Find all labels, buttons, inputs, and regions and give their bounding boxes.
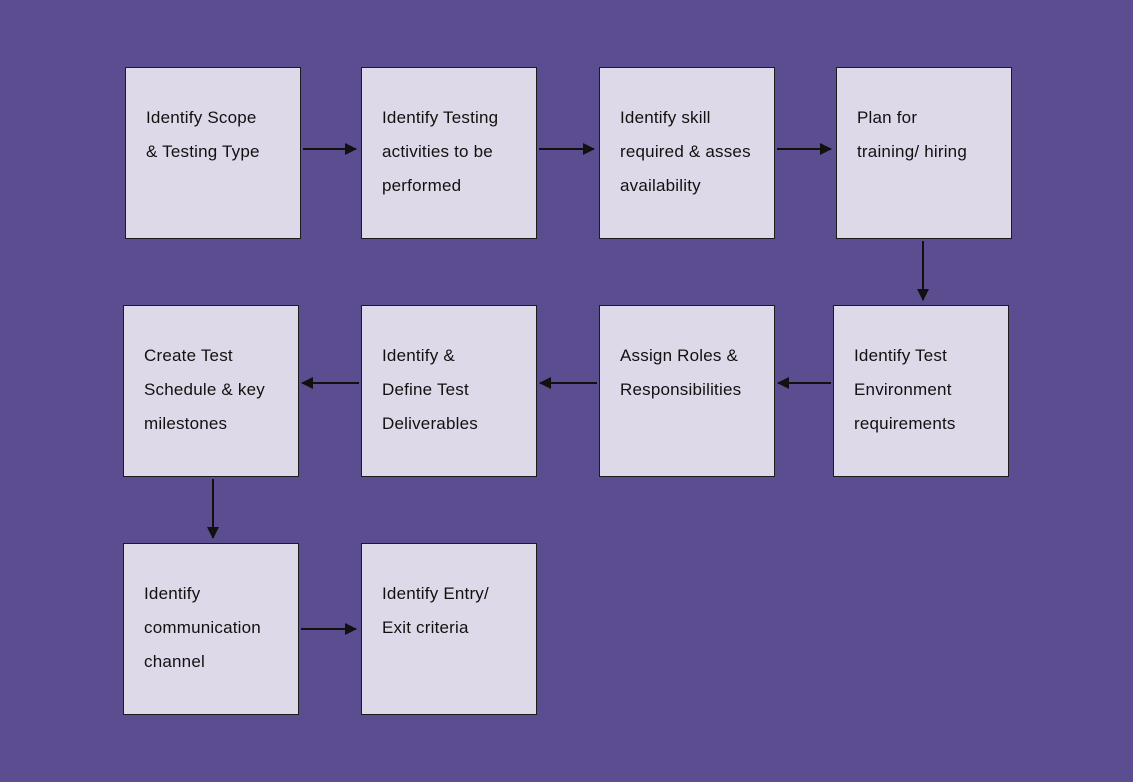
- node-label: Identify skill required & asses availabi…: [620, 108, 751, 195]
- node-label: Identify & Define Test Deliverables: [382, 346, 478, 433]
- node-label: Assign Roles & Responsibilities: [620, 346, 742, 399]
- node-label: Identify Testing activities to be perfor…: [382, 108, 499, 195]
- node-identify-skill-availability: Identify skill required & asses availabi…: [599, 67, 775, 239]
- node-identify-entry-exit-criteria: Identify Entry/ Exit criteria: [361, 543, 537, 715]
- node-identify-communication-channel: Identify communication channel: [123, 543, 299, 715]
- node-label: Identify Scope & Testing Type: [146, 108, 260, 161]
- node-assign-roles-responsibilities: Assign Roles & Responsibilities: [599, 305, 775, 477]
- node-label: Plan for training/ hiring: [857, 108, 967, 161]
- node-label: Identify communication channel: [144, 584, 261, 671]
- node-identify-test-environment: Identify Test Environment requirements: [833, 305, 1009, 477]
- node-plan-training-hiring: Plan for training/ hiring: [836, 67, 1012, 239]
- node-identify-define-deliverables: Identify & Define Test Deliverables: [361, 305, 537, 477]
- node-identify-scope-testing-type: Identify Scope & Testing Type: [125, 67, 301, 239]
- node-label: Identify Test Environment requirements: [854, 346, 956, 433]
- node-label: Identify Entry/ Exit criteria: [382, 584, 489, 637]
- node-label: Create Test Schedule & key milestones: [144, 346, 265, 433]
- node-create-test-schedule: Create Test Schedule & key milestones: [123, 305, 299, 477]
- node-identify-testing-activities: Identify Testing activities to be perfor…: [361, 67, 537, 239]
